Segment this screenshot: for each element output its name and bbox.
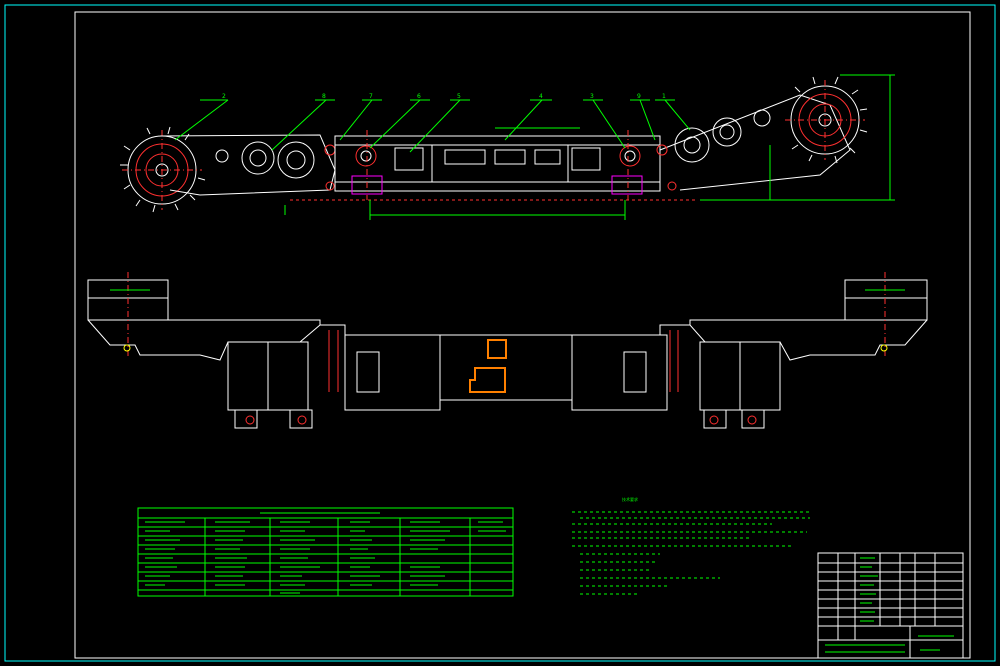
callout-3: 3 <box>590 93 594 100</box>
machine-body <box>334 130 661 200</box>
outer-border <box>4 4 996 662</box>
right-cutting-drum <box>785 76 868 164</box>
center-frame-lower <box>469 367 506 393</box>
callout-4: 4 <box>539 93 543 100</box>
callout-9: 9 <box>637 93 641 100</box>
callout-1: 1 <box>662 93 666 100</box>
left-ranging-arm <box>159 134 336 196</box>
inner-border <box>74 11 971 659</box>
callout-leaders <box>174 99 691 153</box>
parameter-table <box>137 507 514 597</box>
left-cutting-drum <box>120 126 206 213</box>
callout-2: 2 <box>222 93 226 100</box>
callout-labels: 2 8 7 6 5 4 3 9 1 <box>222 93 666 100</box>
plan-view <box>87 272 928 429</box>
right-motor-section <box>571 334 668 411</box>
title-block <box>817 552 964 659</box>
side-elevation-view: 2 8 7 6 5 4 3 9 1 <box>120 74 895 220</box>
left-motor-section <box>344 334 441 411</box>
callout-7: 7 <box>369 93 373 100</box>
center-frame-upper <box>487 339 507 359</box>
notes-title: 技术要求 <box>622 496 638 502</box>
right-ranging-arm <box>656 94 851 191</box>
callout-8: 8 <box>322 93 326 100</box>
right-end-block <box>844 279 928 321</box>
technical-notes: 技术要求 <box>572 496 812 595</box>
callout-6: 6 <box>417 93 421 100</box>
callout-5: 5 <box>457 93 461 100</box>
